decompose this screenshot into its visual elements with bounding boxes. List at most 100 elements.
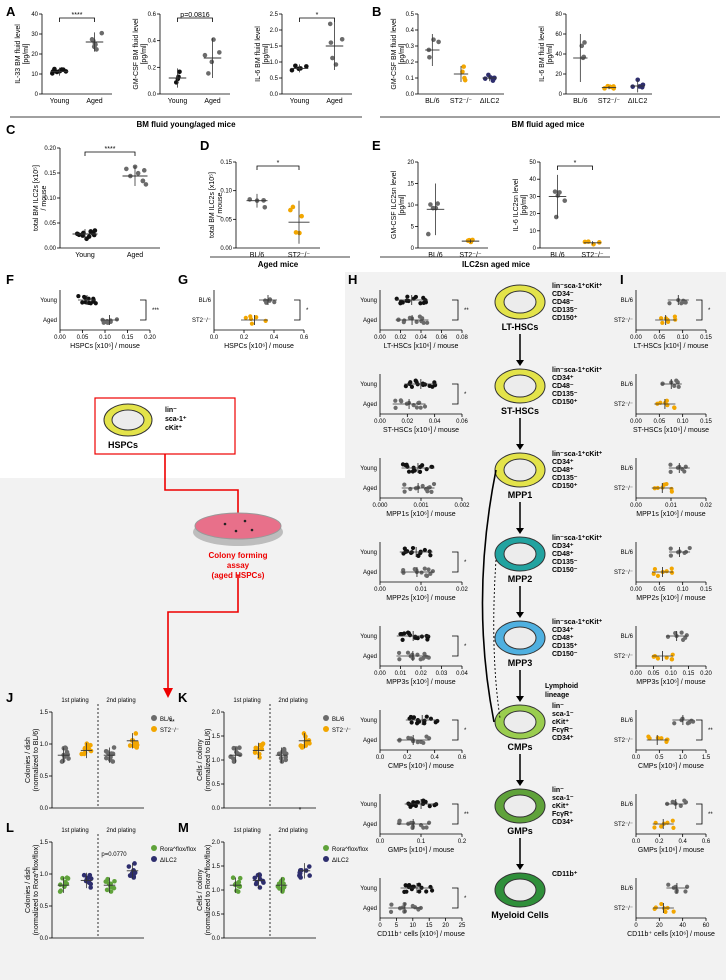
plot-k-data-point bbox=[281, 746, 287, 752]
plot-f-tick-label: 0.05 bbox=[77, 335, 89, 341]
plot-c-data-point bbox=[135, 170, 141, 176]
plot-b2-x-label: ΔILC2 bbox=[628, 98, 648, 105]
plot-d-x-label: ST2⁻/⁻ bbox=[288, 252, 310, 259]
plot-i6-tick-label: 0.5 bbox=[655, 755, 664, 761]
plot-i2-tick-label: 0.10 bbox=[677, 419, 689, 425]
plot-i6-tick-label: 1.0 bbox=[678, 755, 687, 761]
plot-h3-data-point bbox=[406, 469, 412, 474]
plot-b1-x-label: ST2⁻/⁻ bbox=[450, 98, 472, 105]
plot-j-legend-label: ST2⁻/⁻ bbox=[160, 728, 179, 734]
plot-b2-tick-label: 40 bbox=[555, 52, 562, 58]
plot-i5-row-label: BL/6 bbox=[621, 634, 634, 640]
cell-nucleus-icon bbox=[503, 710, 537, 734]
plot-h2-sig-label: * bbox=[464, 392, 467, 398]
plot-h2-tick-label: 0.06 bbox=[456, 419, 468, 425]
plot-i8-tick-label: 60 bbox=[703, 923, 710, 929]
plot-a2-x-label: Young bbox=[168, 98, 188, 105]
plot-h8-data-point bbox=[402, 909, 407, 914]
plot-j-data-point bbox=[104, 755, 109, 761]
plot-h8-data-point bbox=[416, 907, 421, 912]
plot-c-tick-label: 0.15 bbox=[44, 171, 56, 177]
plot-h5-sig-bracket bbox=[452, 635, 459, 657]
plot-c-tick-label: 0.20 bbox=[44, 146, 56, 152]
plot-h8-data-point bbox=[417, 889, 422, 894]
plot-k-data-point bbox=[283, 754, 288, 760]
caption-d: Aged mice bbox=[258, 260, 299, 269]
plot-i3-x-label: MPP1s [x10⁶] / mouse bbox=[636, 511, 706, 518]
plot-b1-y-label: GM-CSF BM fluid level bbox=[391, 18, 398, 90]
plot-h3-data-point bbox=[417, 469, 423, 474]
lineage-arrow-head bbox=[516, 696, 524, 702]
cell-marker: sca-1⁻ bbox=[552, 711, 574, 718]
plot-h2-data-point bbox=[408, 380, 413, 385]
plot-h7-tick-label: 0.2 bbox=[458, 839, 467, 845]
plot-a1-sig-label: **** bbox=[72, 12, 83, 19]
mpp2-cmp-arrow bbox=[493, 559, 501, 719]
plot-k-plating2: 2nd plating bbox=[278, 698, 307, 704]
plot-d-x-label: BL/6 bbox=[250, 252, 265, 259]
plot-h3-data-point bbox=[402, 489, 407, 494]
plot-j-data-point bbox=[127, 743, 133, 748]
plot-l-legend-swatch bbox=[151, 856, 157, 862]
plot-l-plating2: 2nd plating bbox=[106, 828, 135, 834]
plot-i3-data-point bbox=[669, 489, 674, 494]
plot-a2-data-point bbox=[209, 59, 215, 65]
panel-letter-a: A bbox=[6, 4, 16, 19]
plot-h2-x-label: ST-HSCs [x10⁶] / mouse bbox=[383, 427, 459, 434]
plot-a3-tick-label: 0.5 bbox=[270, 76, 279, 82]
plot-e1-y-unit: [pg/ml] bbox=[399, 194, 406, 215]
plot-a3-tick-label: 2.5 bbox=[270, 12, 279, 18]
plot-j-y-unit: (normalized to BL/6) bbox=[33, 728, 40, 791]
plot-h2-data-point bbox=[422, 404, 428, 409]
plot-i5-data-point bbox=[651, 654, 656, 659]
plot-h7-x-label: GMPs [x10⁶] / mouse bbox=[388, 847, 454, 854]
plot-i7-sig-label: ** bbox=[708, 812, 713, 818]
plot-h5-data-point bbox=[400, 637, 405, 642]
plot-h6-tick-label: 0.2 bbox=[403, 755, 412, 761]
caption-e: ILC2sn aged mice bbox=[462, 260, 531, 269]
plot-i5-data-point bbox=[669, 657, 675, 662]
plot-h8-tick-label: 25 bbox=[459, 923, 466, 929]
plot-h1-row-label: Aged bbox=[363, 318, 377, 324]
plot-h1-data-point bbox=[405, 294, 410, 299]
lineage-arrow-head bbox=[516, 612, 524, 618]
plot-c-tick-label: 0.10 bbox=[44, 196, 56, 202]
plot-b2-tick-label: 80 bbox=[555, 12, 562, 18]
plot-m-data-point bbox=[235, 889, 241, 894]
plot-d-data-point bbox=[262, 205, 268, 210]
plot-i8-tick-label: 40 bbox=[679, 923, 686, 929]
plot-m-data-point bbox=[307, 873, 312, 878]
cell-marker: lin⁻ bbox=[552, 703, 564, 710]
plot-m-data-point bbox=[306, 864, 312, 869]
plot-d-tick-label: 0.15 bbox=[220, 160, 232, 166]
plot-l-data-point bbox=[126, 864, 132, 869]
plot-b2-data-point bbox=[611, 84, 616, 89]
plot-c-data-point bbox=[92, 228, 98, 233]
plot-i7-data-point bbox=[671, 825, 676, 830]
panel-letter-h: H bbox=[348, 272, 357, 287]
plot-i6-data-point bbox=[665, 737, 670, 742]
panel-letter-k: K bbox=[178, 690, 188, 705]
plot-k-tick-label: 2.0 bbox=[212, 710, 221, 716]
cell-marker: CD48⁻ bbox=[552, 299, 574, 306]
plot-f-tick-label: 0.15 bbox=[122, 335, 134, 341]
cell-nucleus-icon bbox=[503, 374, 537, 398]
plot-a2-data-point bbox=[202, 52, 208, 58]
cell-nucleus-icon bbox=[503, 458, 537, 482]
plot-i6-row-label: ST2⁻/⁻ bbox=[614, 738, 633, 744]
plot-e1-tick-label: 0 bbox=[411, 246, 415, 252]
cell-marker: CD48⁻ bbox=[552, 383, 574, 390]
plot-i3-tick-label: 0.02 bbox=[700, 503, 712, 509]
plot-h3-tick-label: 0.002 bbox=[454, 503, 470, 509]
plot-d-data-point bbox=[288, 207, 293, 213]
plot-i8-tick-label: 0 bbox=[634, 923, 638, 929]
plot-h4-data-point bbox=[402, 546, 407, 551]
lineage-arrow-head bbox=[516, 528, 524, 534]
plot-l-data-point bbox=[112, 878, 117, 884]
plot-m-data-point bbox=[237, 875, 243, 881]
plot-a2-sig-bracket bbox=[177, 17, 213, 22]
plot-i4-tick-label: 0.05 bbox=[653, 587, 665, 593]
plot-a2-y-label: GM-CSF BM fluid level bbox=[133, 18, 140, 90]
plot-e1-x-label: ST2⁻/⁻ bbox=[459, 252, 481, 259]
